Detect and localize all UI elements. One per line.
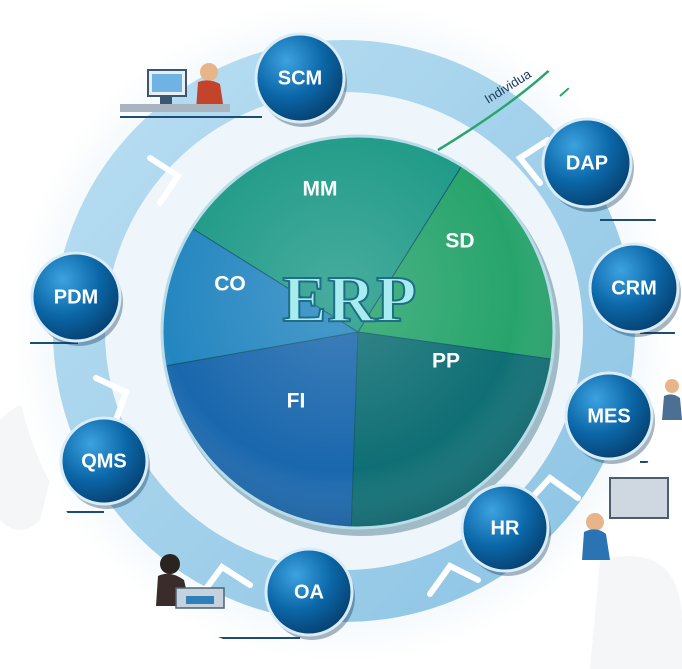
pie-label-fi: FI [287, 390, 306, 413]
node-circle-mes [564, 371, 654, 461]
pie-label-mm: MM [303, 178, 338, 201]
node-circle-qms [59, 416, 149, 506]
pie-label-co: CO [214, 273, 246, 296]
ring-arrows [93, 137, 581, 597]
node-label-hr: HR [491, 517, 520, 539]
node-oa: OA [264, 547, 355, 640]
node-circle-scm [254, 32, 346, 124]
pie-shading [160, 134, 556, 530]
erp-title: ERP [283, 263, 418, 336]
node-crm: CRM [588, 242, 681, 337]
node-scm: SCM [254, 32, 347, 127]
connector-lines [30, 116, 675, 639]
node-mes: MES [564, 371, 655, 464]
erp-pie: MM SD PP FI CO [160, 134, 560, 536]
node-label-mes: MES [587, 405, 630, 427]
node-label-scm: SCM [278, 67, 322, 89]
person-at-computer-icon [120, 63, 230, 112]
presentation-board-icon [582, 477, 669, 560]
person-standing-icon [662, 379, 682, 420]
pie-label-sd: SD [445, 230, 474, 253]
node-hr: HR [460, 483, 551, 576]
node-circle-dap [541, 117, 633, 209]
node-label-dap: DAP [566, 152, 608, 174]
node-dap: DAP [541, 117, 634, 212]
node-circle-crm [588, 242, 680, 334]
office-worker-icon [156, 554, 225, 609]
node-label-pdm: PDM [54, 286, 98, 308]
node-pdm: PDM [30, 251, 123, 346]
node-label-qms: QMS [81, 450, 127, 472]
node-circle-pdm [30, 251, 122, 343]
node-qms: QMS [59, 416, 150, 509]
pie-label-pp: PP [432, 350, 460, 373]
node-label-crm: CRM [611, 277, 657, 299]
node-circle-oa [264, 547, 354, 637]
module-nodes: SCM DAP CRM MES HR OA QMS PDM [30, 32, 681, 640]
node-label-oa: OA [294, 581, 324, 603]
node-circle-hr [460, 483, 550, 573]
